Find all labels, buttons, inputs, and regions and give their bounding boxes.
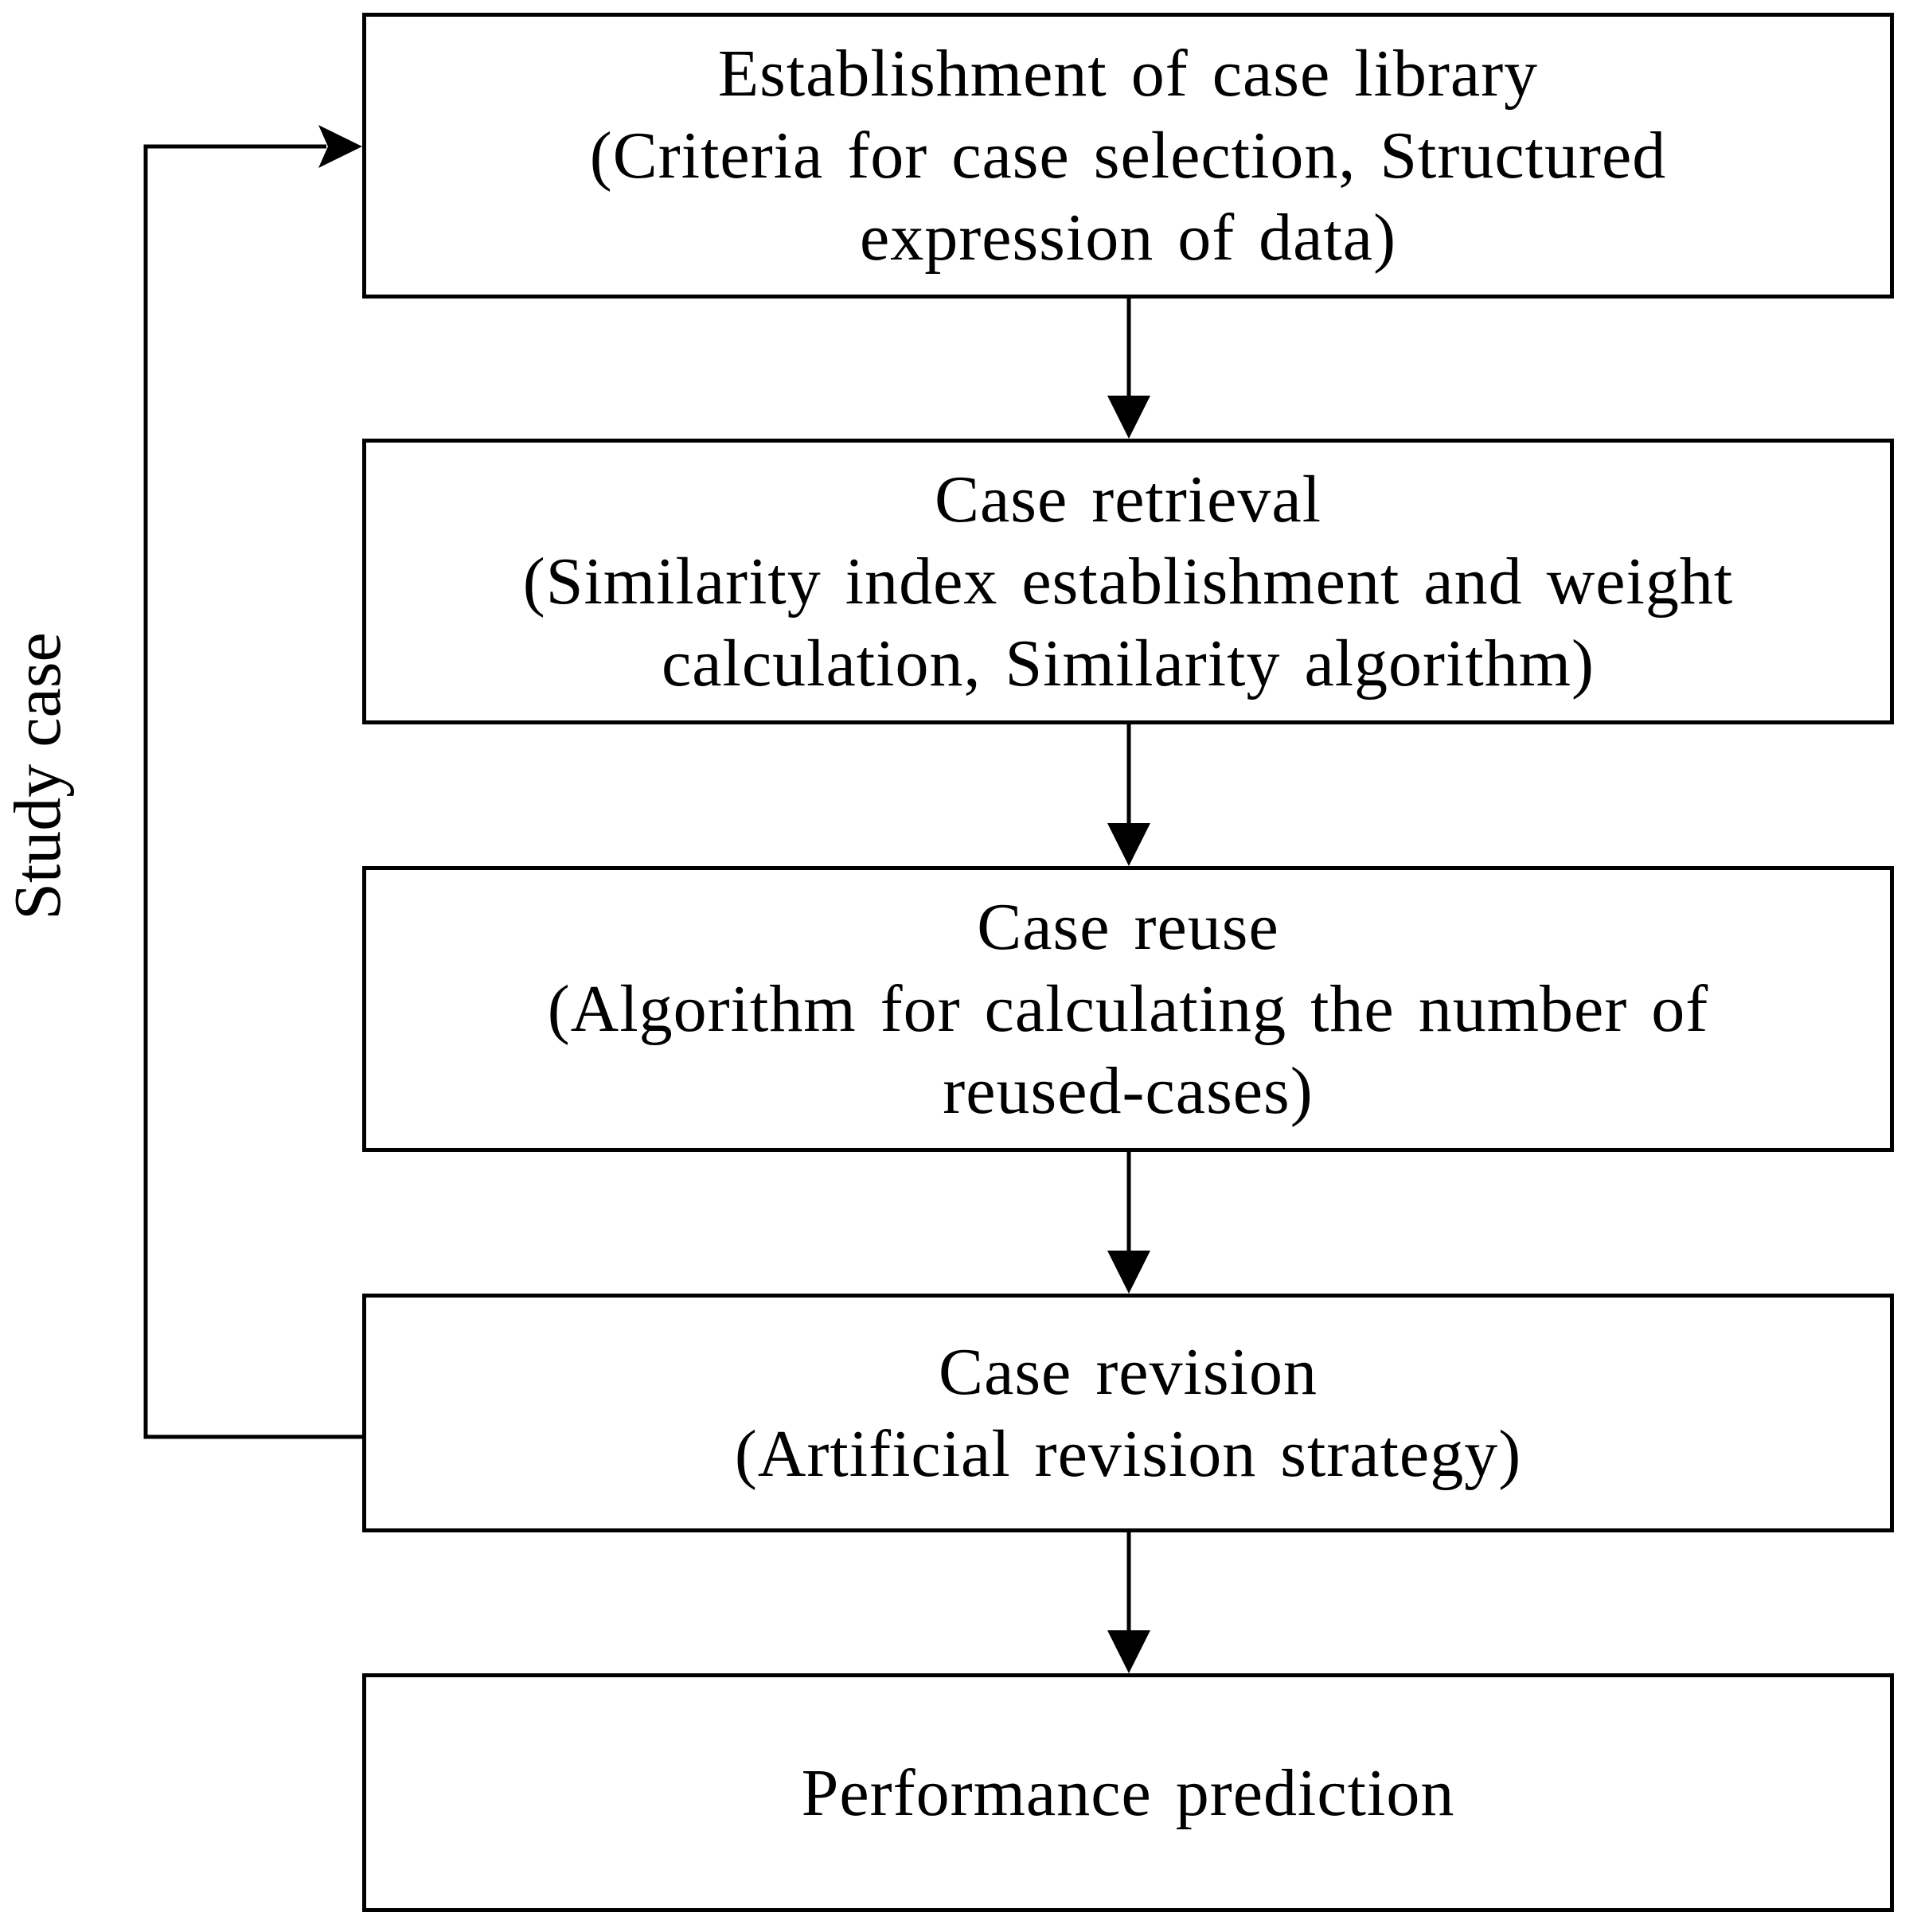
step-detail: calculation, Similarity algorithm): [661, 626, 1595, 701]
step-detail: (Algorithm for calculating the number of: [547, 972, 1709, 1046]
study-case-label-text: Study case: [1, 632, 75, 920]
step-title: Case revision: [939, 1335, 1318, 1409]
feedback-loop-line: [143, 144, 362, 1439]
step-detail: (Similarity index establishment and weig…: [522, 544, 1734, 619]
arrow-2-3-head-icon: [1107, 823, 1150, 866]
step-detail: expression of data): [859, 201, 1397, 275]
step-establishment-of-case-library: Establishment of case library (Criteria …: [362, 13, 1894, 299]
step-title: Case reuse: [977, 890, 1279, 964]
step-case-reuse: Case reuse (Algorithm for calculating th…: [362, 866, 1894, 1152]
step-detail: reused-cases): [943, 1054, 1314, 1128]
arrow-1-2-head-icon: [1107, 396, 1150, 439]
step-case-retrieval: Case retrieval (Similarity index establi…: [362, 439, 1894, 724]
step-performance-prediction: Performance prediction: [362, 1673, 1894, 1912]
step-detail: (Artificial revision strategy): [734, 1417, 1522, 1491]
step-case-revision: Case revision (Artificial revision strat…: [362, 1294, 1894, 1532]
arrow-3-4-head-icon: [1107, 1251, 1150, 1294]
step-title: Establishment of case library: [717, 37, 1539, 111]
feedback-arrowhead-icon: [318, 125, 362, 168]
step-detail: (Criteria for case selection, Structured: [589, 119, 1667, 193]
step-title: Performance prediction: [801, 1755, 1455, 1830]
arrow-4-5-head-icon: [1107, 1630, 1150, 1673]
step-title: Case retrieval: [934, 463, 1322, 537]
